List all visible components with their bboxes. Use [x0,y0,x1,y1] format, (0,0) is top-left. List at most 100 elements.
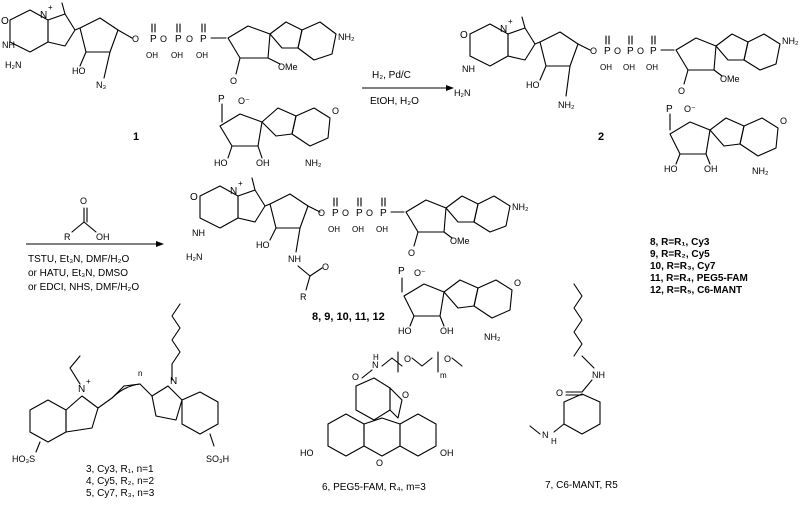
compound-1-h2n: H₂N [5,60,22,70]
fam-nh-n: N [372,360,379,370]
mant-h: H [551,437,557,446]
compound-2-o-2prime: O [678,86,685,96]
fam-lactone-o: O [402,390,409,400]
product-list-item-12: 12, R=R₅, C6-MANT [650,285,742,296]
product-p2: P [356,208,363,219]
compound-2-plus: + [508,17,513,26]
compound-1-p2: P [175,34,182,45]
product-guanosine-ribose [403,283,445,317]
cyanine-n-subscript: n [138,369,142,378]
compound-2-guanosine-ribose [669,121,711,155]
cyanine-so3h-left: HO₃S [12,454,35,464]
product-ome: OMe [450,236,470,246]
mant-structure: NH O N H [529,283,605,446]
condition-line-3: or EDCI, NHS, DMF/H₂O [28,282,139,293]
product-nh: NH [192,228,205,238]
product-adenine-six [473,195,511,233]
compound-1-o-link-1: O [132,34,139,44]
fam-xanthene-left [327,413,365,457]
product-p1-oh: OH [328,225,340,234]
reaction-1-reagent-bottom: EtOH, H₂O [370,96,419,107]
product-guanine-o-b: O [514,278,521,288]
fam-terminal [451,357,463,367]
compound-1-n3: N₃ [96,80,106,90]
product-amide-o: O [322,262,329,272]
product-o-link-1: O [318,208,325,218]
compound-1-ome: OMe [278,62,298,72]
compound-2-h2n: H₂N [454,88,471,98]
product-p3-oh: OH [376,225,388,234]
compound-1-adenine-five [269,21,303,49]
product-adenine-nh2: NH₂ [512,202,529,212]
fam-oh: OH [440,448,454,458]
product-o-2prime: O [408,248,415,258]
compound-1-ho: HO [72,66,86,76]
compound-2-ho: HO [526,80,540,90]
compound-2-adenosine-ribose [675,37,717,71]
cyanine-plus: + [86,377,91,386]
compound-1-structure: N + O NH H₂N HO N₃ O P O P O P OH OH OH … [1,2,355,168]
cyanine-right-benzene [181,391,219,435]
compound-2-guanine-five-b [709,117,745,147]
product-structure: N + O NH H₂N HO NH O R O P O P O P OH OH… [186,177,529,342]
compound-2-adenine-nh2: NH₂ [782,36,799,46]
mant-caption: 7, C6-MANT, R5 [545,480,618,491]
acid-r: R [64,232,71,242]
product-o-link-2: O [342,208,349,218]
compound-2-p2-oh: OH [623,63,635,72]
compound-2-guanosine-oh: OH [704,164,718,174]
compound-1-p3: P [200,34,207,45]
cyanine-caption-4: 4, Cy5, R₂, n=2 [86,476,155,487]
cyanine-left-five [65,395,99,433]
compound-1-phosphate-o-minus: O⁻ [238,96,250,106]
acid-o: O [80,196,87,206]
compound-2-adenine-five [715,33,749,61]
compound-2-p1: P [604,46,611,57]
compound-2-ribose [539,31,579,67]
compound-1-guanine-nh2-b: NH₂ [305,158,322,168]
compound-1-p1: P [150,34,157,45]
product-guanosine-ho: HO [398,326,412,336]
compound-2-amine: NH₂ [558,100,575,110]
mant-hexyl-chain [573,283,583,357]
fam-peg-o: O [404,354,411,364]
mant-benzene [563,393,601,435]
fam-xanthene-right [399,413,437,457]
reaction-1-reagent-top: H₂, Pd/C [372,70,411,81]
cyanine-caption-5: 5, Cy7, R₃, n=3 [86,488,155,499]
compound-2-p2: P [627,46,634,57]
compound-2-guanine-five [507,27,536,61]
compound-1-plus: + [48,3,53,12]
product-p2-oh: OH [352,225,364,234]
fam-nh-h: H [373,353,379,362]
product-adenine-five [445,195,479,223]
condition-line-2: or HATU, Et₃N, DMSO [28,268,128,279]
product-ribose [269,193,309,229]
compound-1-o-link-3: O [186,34,193,44]
compound-2-guanine-six-b [739,117,779,157]
compound-2-o-link-3: O [637,46,644,56]
cyanine-right-five [151,385,183,421]
product-adenosine-ribose [405,199,447,233]
products-label: 8, 9, 10, 11, 12 [312,311,385,323]
compound-1-guanine-o-b: O [332,106,339,116]
compound-1-guanosine-ribose [219,113,263,147]
product-n7: N [230,186,237,197]
fam-xanthene-center [363,417,401,457]
fam-xanthene-o: O [376,458,383,468]
compound-2-phosphate-o-minus: O⁻ [684,104,696,114]
product-list-item-10: 10, R=R₃, Cy7 [650,261,716,272]
compound-2-nh: NH [462,64,475,74]
cyanine-hexyl-chain [171,303,181,365]
product-phosphate-o-minus: O⁻ [414,268,426,278]
compound-1-adenine-six [297,21,337,61]
compound-2-label: 2 [598,131,604,143]
product-guanine-nh2-b: NH₂ [484,332,501,342]
compound-1-n7: N [40,10,47,21]
fam-benzoate-ring [355,377,391,421]
compound-1-n-methyl-bond [61,2,66,15]
fam-lactone [389,387,403,419]
product-list-item-8: 8, R=R₁, Cy3 [650,237,710,248]
compound-1-p2-oh: OH [171,51,183,60]
compound-2-guanine-nh2-b: NH₂ [752,166,769,176]
